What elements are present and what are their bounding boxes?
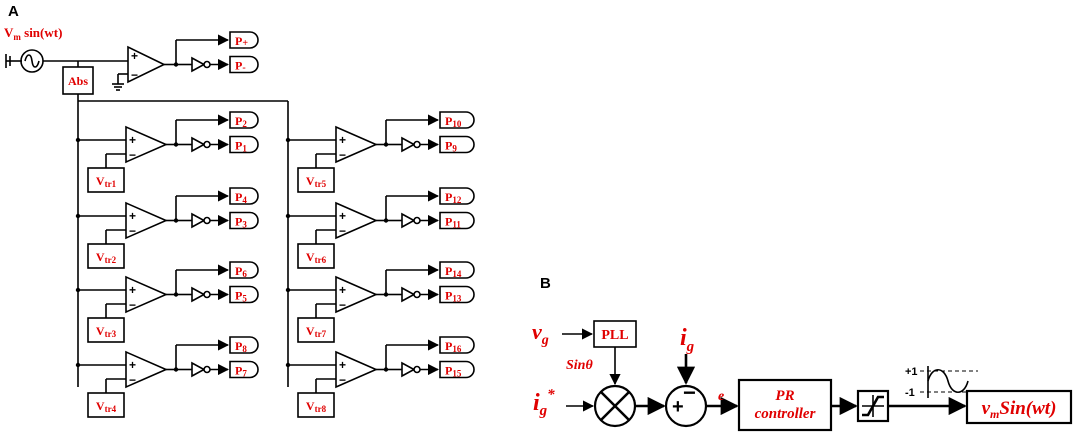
svg-text:+: + (129, 358, 136, 372)
pr-label: PR (775, 388, 794, 404)
output-p9: P9 (439, 135, 475, 154)
svg-text:P3: P3 (235, 215, 247, 230)
error-label: e (718, 389, 724, 404)
sine-source (5, 49, 128, 73)
output-p13: P13 (439, 285, 475, 304)
abs-label: Abs (68, 74, 88, 88)
svg-text:P8: P8 (235, 339, 247, 354)
source-label: Vm sin(wt) (4, 25, 62, 42)
svg-text:+: + (339, 283, 346, 297)
ig-star-label: ig* (533, 387, 555, 419)
output-p5: P5 (229, 285, 259, 304)
summing-junction: + − (664, 380, 708, 428)
output-p16: P16 (439, 336, 475, 354)
svg-text:P14: P14 (445, 264, 462, 279)
output-p-minus: P- (229, 55, 259, 74)
vtr-label-1: Vtr1 (96, 174, 117, 189)
svg-text:P15: P15 (445, 364, 462, 379)
output-p11: P11 (439, 211, 475, 230)
output-block (965, 389, 1073, 425)
svg-text:−: − (339, 373, 346, 387)
svg-text:+: + (672, 396, 684, 418)
svg-text:+: + (131, 49, 138, 63)
svg-text:−: − (339, 298, 346, 312)
svg-text:P6: P6 (235, 264, 247, 279)
svg-text:P16: P16 (445, 339, 462, 354)
svg-text:+: + (339, 133, 346, 147)
output-p10: P10 (439, 111, 475, 129)
vg-label: vg (532, 319, 549, 348)
vtr-label-8: Vtr8 (306, 399, 327, 414)
vtr-label-7: Vtr7 (306, 324, 327, 339)
panel-a-label: A (8, 3, 19, 20)
svg-text:+: + (339, 358, 346, 372)
svg-text:P10: P10 (445, 114, 462, 129)
vtr-label-2: Vtr2 (96, 250, 117, 265)
output-p1: P1 (229, 135, 259, 154)
signal-buses (77, 100, 289, 387)
svg-text:P5: P5 (235, 289, 247, 304)
output-p4: P4 (229, 187, 259, 205)
ig-label: ig (680, 325, 695, 355)
svg-text:P-: P- (235, 59, 246, 74)
multiplier-block (593, 384, 637, 428)
svg-text:P2: P2 (235, 114, 247, 129)
output-label: vmSin(wt) (982, 398, 1057, 421)
output-p12: P12 (439, 187, 475, 205)
svg-text:P9: P9 (445, 139, 457, 154)
svg-text:−: − (683, 380, 696, 405)
output-p-plus: P+ (229, 31, 259, 49)
svg-text:−: − (131, 68, 138, 82)
svg-text:−: − (129, 148, 136, 162)
sin-theta-label: Sinθ (566, 358, 593, 373)
abs-block (62, 66, 94, 95)
svg-text:P4: P4 (235, 190, 247, 205)
svg-text:−: − (129, 373, 136, 387)
output-p2: P2 (229, 111, 259, 129)
output-p3: P3 (229, 211, 259, 230)
svg-text:+: + (129, 133, 136, 147)
controller-label: controller (755, 406, 816, 422)
top-comparator: + − (112, 34, 230, 91)
saturation-limits: +1 -1 (905, 366, 978, 399)
output-p14: P14 (439, 261, 475, 279)
svg-text:−: − (339, 148, 346, 162)
output-p8: P8 (229, 336, 259, 354)
svg-text:P13: P13 (445, 289, 462, 304)
pll-label: PLL (601, 328, 628, 343)
vtr-label-5: Vtr5 (306, 174, 327, 189)
output-p6: P6 (229, 261, 259, 279)
svg-text:−: − (129, 298, 136, 312)
output-p15: P15 (439, 360, 475, 379)
output-p7: P7 (229, 360, 259, 379)
svg-text:+: + (129, 209, 136, 223)
svg-text:+: + (129, 283, 136, 297)
svg-text:P1: P1 (235, 139, 247, 154)
svg-text:P+: P+ (235, 34, 248, 49)
svg-text:+: + (339, 209, 346, 223)
pr-controller-block (737, 378, 833, 432)
saturation-block (856, 389, 890, 423)
vtr-label-6: Vtr6 (306, 250, 327, 265)
svg-text:−: − (129, 224, 136, 238)
svg-text:P7: P7 (235, 364, 247, 379)
comparator-stages: +−Vtr1P2P1+−Vtr2P4P3+−Vtr3P6P5+−Vtr4P8P7… (75, 111, 475, 418)
svg-text:P11: P11 (445, 215, 461, 230)
svg-text:-1: -1 (905, 387, 915, 399)
svg-text:+1: +1 (905, 366, 918, 378)
svg-text:−: − (339, 224, 346, 238)
panel-b-label: B (540, 275, 551, 292)
vtr-label-4: Vtr4 (96, 399, 117, 414)
vtr-label-3: Vtr3 (96, 324, 117, 339)
svg-text:P12: P12 (445, 190, 462, 205)
